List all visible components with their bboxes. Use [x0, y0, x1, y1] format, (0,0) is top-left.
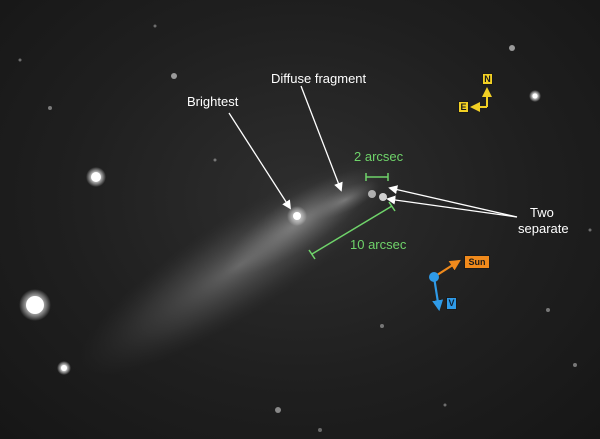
two-separate-label-line2: separate: [518, 221, 569, 236]
sun-label: Sun: [464, 255, 490, 269]
east-label: E: [458, 101, 469, 113]
velocity-label: V: [446, 297, 457, 310]
brightest-pointer: [228, 112, 291, 210]
diffuse-fragment-pointer: [300, 85, 343, 192]
separate-fragments: [368, 190, 387, 201]
two-separate-label-line1: Two: [530, 205, 554, 220]
north-label: N: [482, 73, 493, 85]
brightest-fragment: [287, 206, 307, 226]
diffuse-fragment-label: Diffuse fragment: [271, 71, 367, 86]
velocity-arrow: [432, 276, 444, 312]
scale-10-arcsec-label: 10 arcsec: [350, 237, 407, 252]
comet-tail: [78, 153, 402, 377]
compass: [470, 87, 492, 112]
comet-position-dot: [429, 272, 439, 282]
scale-2-arcsec-label: 2 arcsec: [354, 149, 404, 164]
two-separate-pointer-b: [386, 195, 518, 218]
field-stars: [18, 24, 592, 432]
scale-bar-10-arcsec: [308, 201, 396, 260]
scale-bar-2-arcsec: [365, 173, 389, 181]
brightest-label: Brightest: [187, 94, 239, 109]
two-separate-pointer-a: [388, 185, 518, 218]
